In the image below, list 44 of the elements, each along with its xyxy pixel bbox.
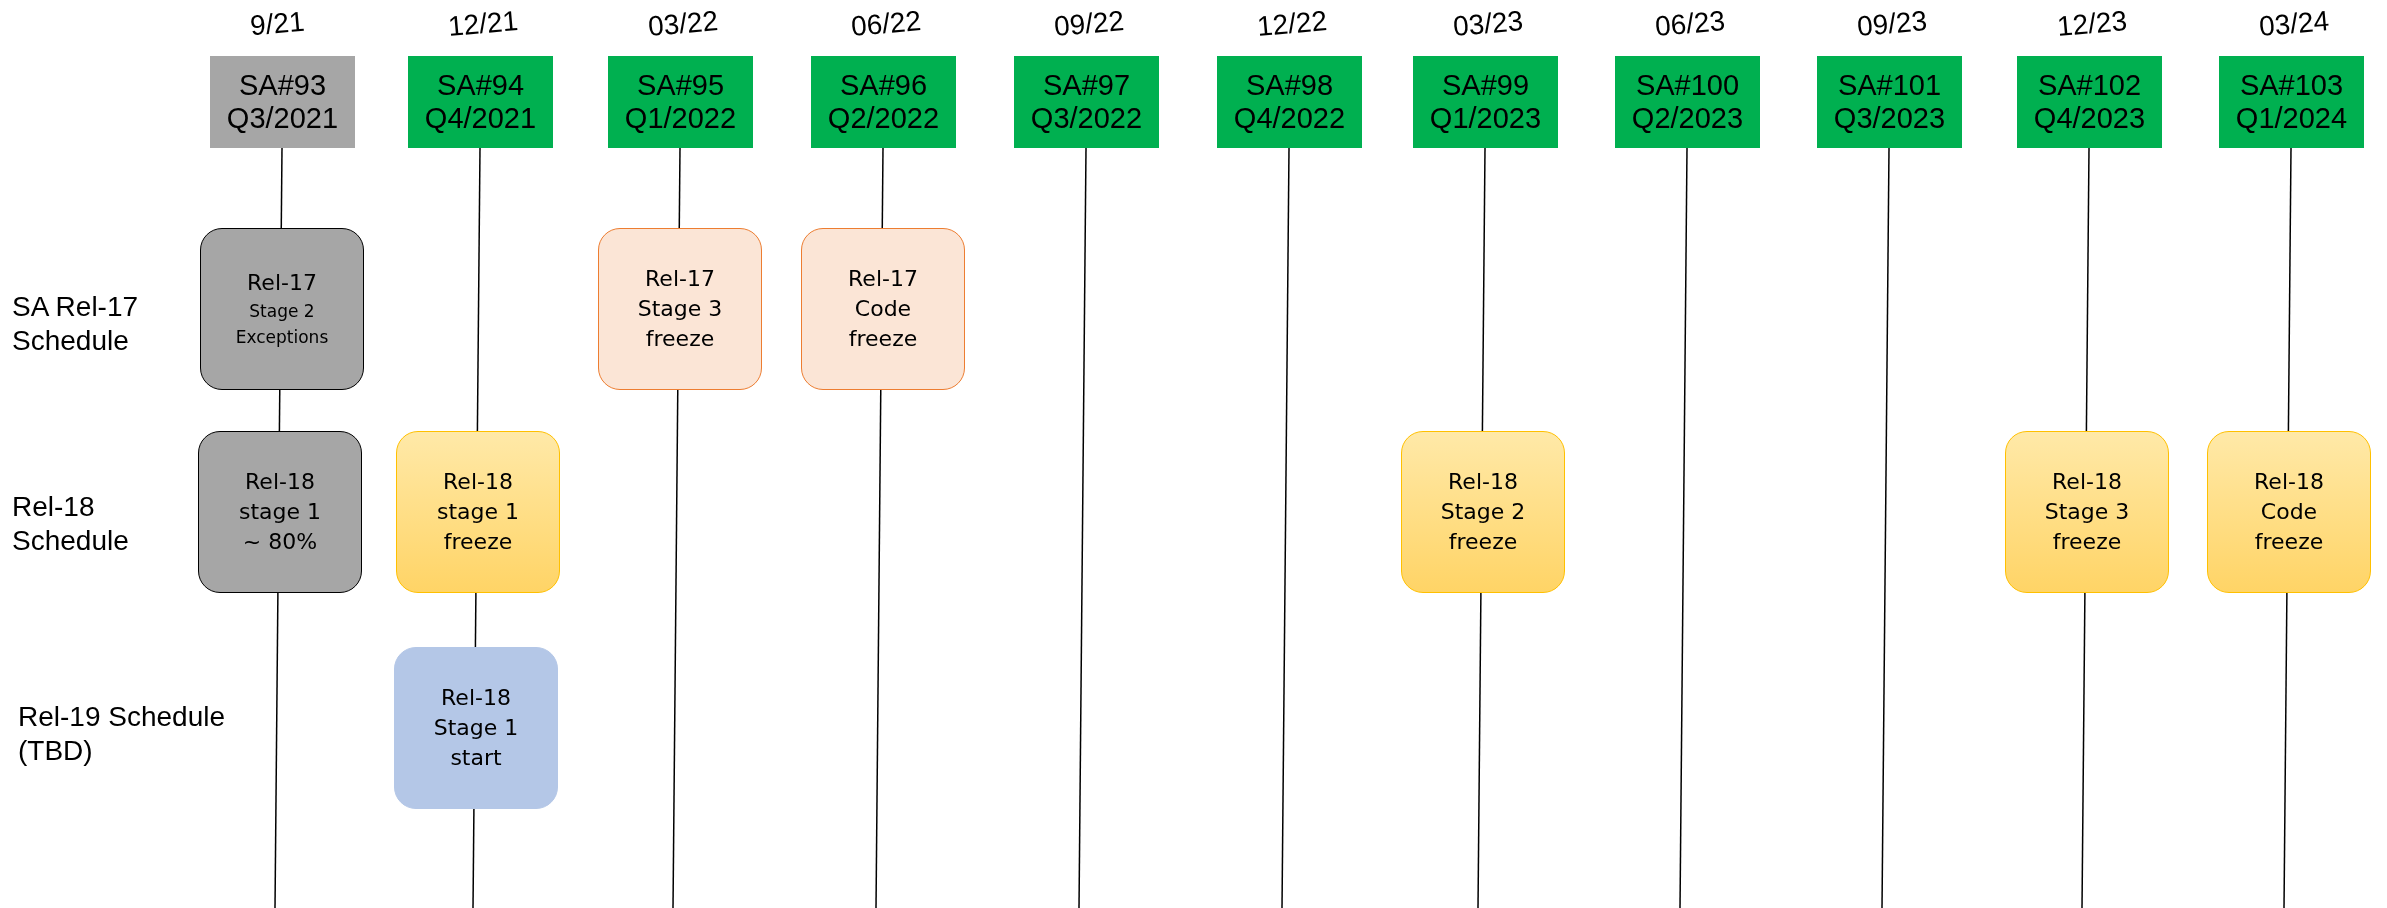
meeting-box: SA#98 Q4/2022 [1217,56,1362,148]
milestone-box [1401,431,1565,593]
milestone-text: Rel-18 Code freeze [2253,468,2325,556]
meeting-box: SA#100 Q2/2023 [1615,56,1760,148]
row-label: Rel-19 Schedule (TBD) [18,700,227,768]
date-label: 12/22 [1255,5,1329,43]
date-label: 03/24 [2257,5,2331,43]
meeting-box: SA#93 Q3/2021 [210,56,355,148]
milestone-box [200,228,364,390]
meeting-box: SA#101 Q3/2023 [1817,56,1962,148]
date-label: 9/21 [248,5,306,43]
milestone-text: Rel-17 Stage 3 freeze [636,265,724,353]
milestone-text: Rel-18 Stage 3 freeze [2043,468,2131,556]
row-label: Rel-18 Schedule [12,490,130,558]
date-label: 03/23 [1451,5,1525,43]
date-label: 09/23 [1855,5,1929,43]
milestone-box [801,228,965,390]
date-label: 03/22 [646,5,720,43]
meeting-box: SA#102 Q4/2023 [2017,56,2162,148]
milestone-text: Rel-18 Stage 1 start [432,684,520,772]
date-label: 12/23 [2055,5,2129,43]
meeting-box: SA#95 Q1/2022 [608,56,753,148]
milestone-text: Rel-18 stage 1 freeze [435,468,521,556]
meeting-box: SA#99 Q1/2023 [1413,56,1558,148]
date-label: 06/22 [849,5,923,43]
milestone-box [2005,431,2169,593]
milestone-box [396,431,560,593]
milestone-text: Rel-18 stage 1 ~ 80% [237,468,323,556]
milestone-text: Rel-18 Stage 2 freeze [1439,468,1527,556]
meeting-box: SA#94 Q4/2021 [408,56,553,148]
milestone-box [2207,431,2371,593]
date-label: 09/22 [1052,5,1126,43]
date-label: 06/23 [1653,5,1727,43]
date-label: 12/21 [446,5,520,43]
milestone-box [598,228,762,390]
row-label: SA Rel-17 Schedule [12,290,140,358]
meeting-box: SA#96 Q2/2022 [811,56,956,148]
milestone-box [198,431,362,593]
meeting-box: SA#97 Q3/2022 [1014,56,1159,148]
milestone-title: Rel-17 [246,269,318,297]
milestone-text: Rel-17 Code freeze [847,265,919,353]
meeting-box: SA#103 Q1/2024 [2219,56,2364,148]
milestone-note: Stage 2 Exceptions [234,300,330,349]
milestone-box [394,647,558,809]
